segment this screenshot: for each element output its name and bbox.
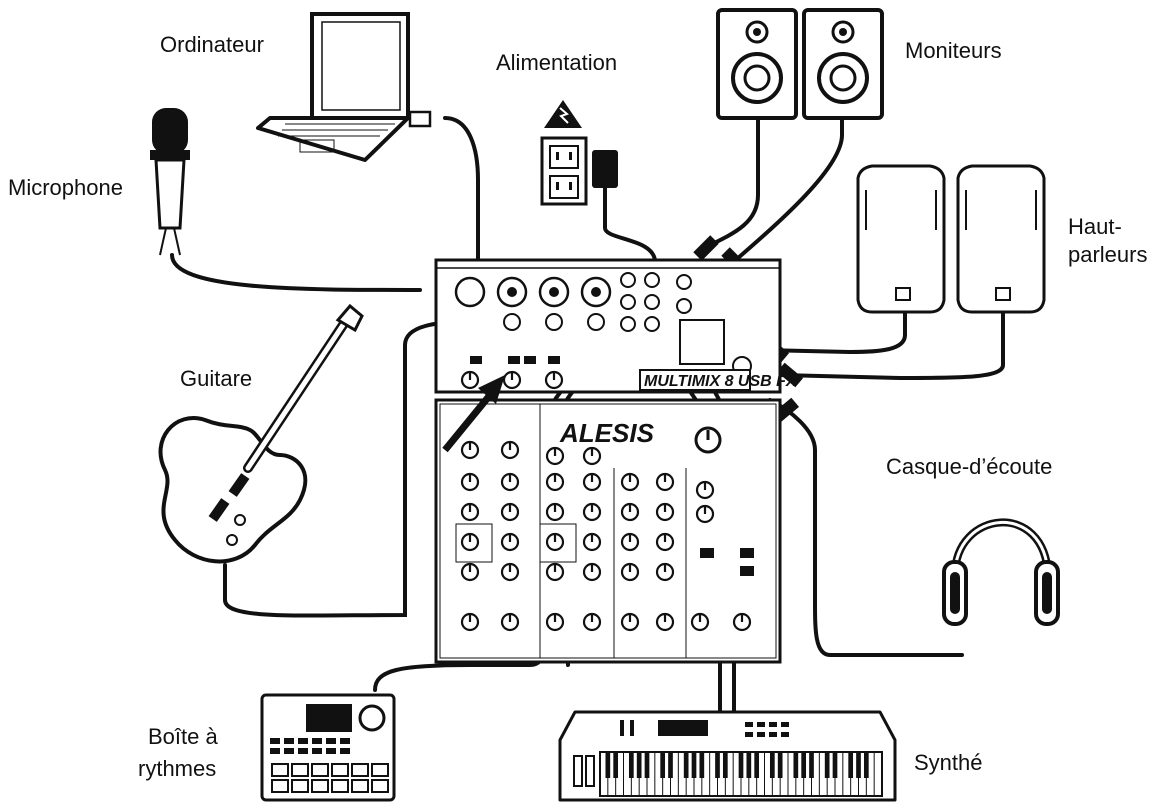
speaker-left-icon [856, 164, 946, 314]
label-monitors: Moniteurs [905, 38, 1002, 63]
monitor-left-icon [716, 8, 798, 120]
label-guitar: Guitare [180, 366, 253, 391]
monitor-right-cable [728, 116, 844, 267]
synth-black-key [683, 752, 689, 778]
synth-black-key [628, 752, 634, 778]
guitar-cable [223, 320, 464, 618]
headphones-cable [768, 398, 964, 657]
synth-black-key [754, 752, 760, 778]
label-power: Alimentation [496, 50, 618, 75]
synth-black-key [668, 752, 673, 778]
mixer-brand-logo: ALESIS [559, 418, 655, 448]
label-computer: Ordinateur [160, 32, 264, 57]
computer-usb-cable [443, 116, 480, 270]
synth-black-key [793, 752, 799, 778]
synth-black-key [722, 752, 728, 778]
usb-plug-icon [408, 110, 432, 128]
microphone-icon [150, 108, 190, 256]
synth-black-key [848, 752, 854, 778]
synth-black-key [824, 752, 830, 778]
power-cable [603, 183, 657, 264]
synth-black-key [715, 752, 720, 778]
label-drum-machine-line1: Boîte à [148, 724, 218, 749]
label-headphones: Casque-d’écoute [886, 454, 1053, 479]
mixer-model-text: MULTIMIX 8 USB FX [644, 373, 798, 390]
headphones-icon [942, 518, 1060, 626]
mixer-unit: MULTIMIX 8 USB FX ALESIS [434, 258, 798, 664]
synth-black-key [746, 752, 752, 778]
label-speakers-line2: parleurs [1068, 242, 1148, 267]
pointer-arrow-icon [442, 375, 505, 453]
synth-black-key [801, 752, 807, 778]
synth-black-key [777, 752, 783, 778]
drum-machine-icon [260, 693, 396, 802]
label-drum-machine-line2: rythmes [138, 756, 217, 781]
monitor-right-icon [802, 8, 884, 120]
speaker-left-cable [758, 310, 907, 355]
synth-black-key [660, 752, 666, 778]
synthesizer-keyboard-icon [558, 710, 897, 802]
synth-black-key [769, 752, 775, 778]
electric-guitar-icon [158, 303, 364, 564]
label-synth: Synthé [914, 750, 983, 775]
synth-black-key [863, 752, 869, 778]
synth-black-key [613, 752, 619, 778]
power-outlet [540, 100, 618, 206]
speaker-right-icon [956, 164, 1046, 314]
pa-speakers [856, 164, 1046, 314]
power-adapter-icon [592, 150, 618, 188]
synth-black-key [699, 752, 705, 778]
label-microphone: Microphone [8, 175, 123, 200]
laptop-computer [256, 12, 432, 162]
synth-black-key [832, 752, 838, 778]
synth-black-key [605, 752, 611, 778]
microphone-cable [170, 253, 422, 292]
synth-black-key [644, 752, 650, 778]
synth-black-key [809, 752, 814, 778]
synth-black-key [738, 752, 744, 778]
speaker-right-cable [778, 310, 1005, 381]
studio-monitors [716, 8, 884, 120]
monitor-left-cable [698, 118, 760, 252]
xlr-input-jacks [454, 276, 612, 308]
label-speakers-line1: Haut- [1068, 214, 1122, 239]
synth-black-key [856, 752, 861, 778]
synth-black-key [636, 752, 642, 778]
synth-black-key [691, 752, 697, 778]
mixer-buttons [700, 548, 754, 576]
